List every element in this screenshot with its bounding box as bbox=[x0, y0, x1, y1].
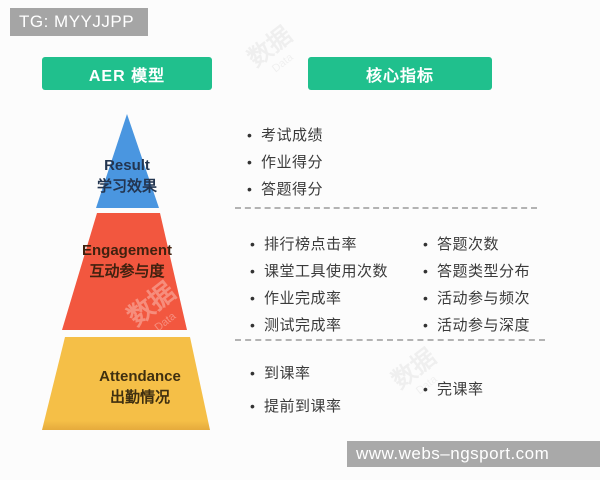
core-indicators-header: 核心指标 bbox=[308, 57, 492, 90]
attendance-indicator-list-col1: • 到课率 • 提前到课率 bbox=[250, 356, 342, 422]
list-item: • 活动参与频次 bbox=[423, 284, 530, 311]
bullet-icon: • bbox=[423, 262, 429, 279]
engagement-indicator-list-col2: • 答题次数 • 答题类型分布 • 活动参与频次 • 活动参与深度 bbox=[423, 230, 530, 338]
indicator-label: 排行榜点击率 bbox=[264, 236, 358, 253]
bullet-icon: • bbox=[250, 364, 256, 381]
list-item: • 测试完成率 bbox=[250, 311, 388, 338]
pyramid-level-attendance-label: Attendance 出勤情况 bbox=[80, 366, 200, 408]
list-item: • 到课率 bbox=[250, 356, 342, 389]
list-item: • 答题类型分布 bbox=[423, 257, 530, 284]
bullet-icon: • bbox=[250, 289, 256, 306]
bullet-icon: • bbox=[247, 180, 253, 197]
indicator-label: 到课率 bbox=[264, 365, 311, 382]
pyramid-level-attendance bbox=[42, 337, 210, 430]
list-item: • 考试成绩 bbox=[247, 121, 323, 148]
list-item: • 提前到课率 bbox=[250, 389, 342, 422]
level-name-zh: 学习效果 bbox=[96, 178, 157, 195]
tg-tag-label: TG: MYYJJPP bbox=[19, 12, 135, 31]
core-indicators-header-label: 核心指标 bbox=[365, 67, 434, 85]
level-name-zh: 出勤情况 bbox=[109, 389, 170, 406]
watermark: 数据 Data bbox=[242, 21, 298, 76]
aer-model-header: AER 模型 bbox=[42, 57, 212, 90]
bullet-icon: • bbox=[423, 380, 429, 397]
level-name-en: Result bbox=[104, 157, 150, 174]
indicator-label: 作业得分 bbox=[261, 154, 324, 171]
aer-model-header-label: AER 模型 bbox=[88, 67, 166, 85]
list-item: • 答题得分 bbox=[247, 175, 323, 202]
level-name-en: Engagement bbox=[81, 242, 172, 259]
attendance-indicator-list-col2: • 完课率 bbox=[423, 372, 484, 405]
bullet-icon: • bbox=[423, 235, 429, 252]
indicator-label: 测试完成率 bbox=[264, 317, 342, 334]
list-item: • 课堂工具使用次数 bbox=[250, 257, 388, 284]
indicator-label: 考试成绩 bbox=[261, 127, 324, 144]
website-url: www.webs–ngsport.com bbox=[356, 444, 550, 463]
bullet-icon: • bbox=[250, 316, 256, 333]
bullet-icon: • bbox=[250, 397, 256, 414]
list-item: • 活动参与深度 bbox=[423, 311, 530, 338]
bullet-icon: • bbox=[247, 153, 253, 170]
level-name-zh: 互动参与度 bbox=[89, 263, 165, 280]
level-name-en: Attendance bbox=[99, 368, 181, 385]
list-item: • 排行榜点击率 bbox=[250, 230, 388, 257]
indicator-label: 答题得分 bbox=[261, 181, 324, 198]
indicator-label: 作业完成率 bbox=[264, 290, 342, 307]
result-indicator-list: • 考试成绩 • 作业得分 • 答题得分 bbox=[247, 121, 323, 202]
list-item: • 答题次数 bbox=[423, 230, 530, 257]
bullet-icon: • bbox=[423, 289, 429, 306]
bullet-icon: • bbox=[250, 262, 256, 279]
website-bar: www.webs–ngsport.com bbox=[347, 441, 600, 467]
pyramid-level-result-label: Result 学习效果 bbox=[66, 155, 188, 197]
tg-tag-bar: TG: MYYJJPP bbox=[10, 8, 148, 36]
indicator-label: 完课率 bbox=[437, 381, 484, 398]
indicator-label: 课堂工具使用次数 bbox=[264, 263, 389, 280]
list-item: • 作业得分 bbox=[247, 148, 323, 175]
separator-dashed-top bbox=[235, 207, 537, 209]
bullet-icon: • bbox=[250, 235, 256, 252]
list-item: • 作业完成率 bbox=[250, 284, 388, 311]
indicator-label: 活动参与频次 bbox=[437, 290, 531, 307]
bullet-icon: • bbox=[247, 126, 253, 143]
engagement-indicator-list-col1: • 排行榜点击率 • 课堂工具使用次数 • 作业完成率 • 测试完成率 bbox=[250, 230, 388, 338]
aer-pyramid: Result 学习效果 Engagement 互动参与度 Attendance … bbox=[33, 112, 248, 437]
indicator-label: 提前到课率 bbox=[264, 398, 342, 415]
list-item: • 完课率 bbox=[423, 372, 484, 405]
pyramid-level-engagement-label: Engagement 互动参与度 bbox=[61, 240, 193, 282]
indicator-label: 答题次数 bbox=[437, 236, 500, 253]
bullet-icon: • bbox=[423, 316, 429, 333]
indicator-label: 活动参与深度 bbox=[437, 317, 531, 334]
separator-dashed-bottom bbox=[235, 339, 545, 341]
indicator-label: 答题类型分布 bbox=[437, 263, 531, 280]
